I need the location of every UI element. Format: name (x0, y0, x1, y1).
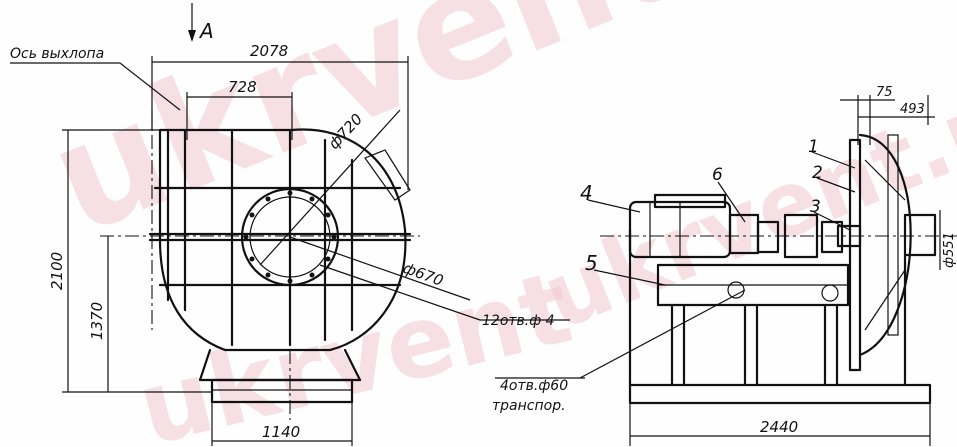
front-view: A Ось выхлопа 2078 728 (10, 3, 570, 446)
side-view: 75 493 ф551 (492, 85, 957, 446)
watermark-text: ukrvent (128, 249, 582, 447)
callout-6: 6 (712, 165, 723, 185)
dim-base-width: 1140 (262, 423, 300, 441)
arrow-down-icon (188, 30, 196, 42)
dim-height-axis: 1370 (88, 302, 106, 340)
dim-total-width: 2078 (250, 42, 288, 60)
axis-label: Ось выхлопа (10, 46, 104, 62)
view-marker: A (198, 19, 214, 43)
callout-3: 3 (810, 197, 821, 217)
dim-75: 75 (876, 85, 893, 100)
dim-base-length: 2440 (760, 418, 798, 436)
dim-holes-line1: 4отв.ф60 (500, 378, 568, 394)
dim-holes-line2: транспор. (492, 398, 566, 414)
callout-2: 2 (812, 163, 823, 183)
dim-outlet-width: 728 (228, 78, 257, 96)
dim-493: 493 (900, 102, 925, 117)
callout-5: 5 (585, 251, 598, 275)
dim-height-total: 2100 (48, 252, 66, 290)
dim-holes: 12отв.ф 4 (482, 313, 555, 329)
dim-inlet-diameter: ф551 (942, 232, 957, 268)
callout-1: 1 (808, 137, 819, 157)
callout-4: 4 (580, 181, 593, 205)
